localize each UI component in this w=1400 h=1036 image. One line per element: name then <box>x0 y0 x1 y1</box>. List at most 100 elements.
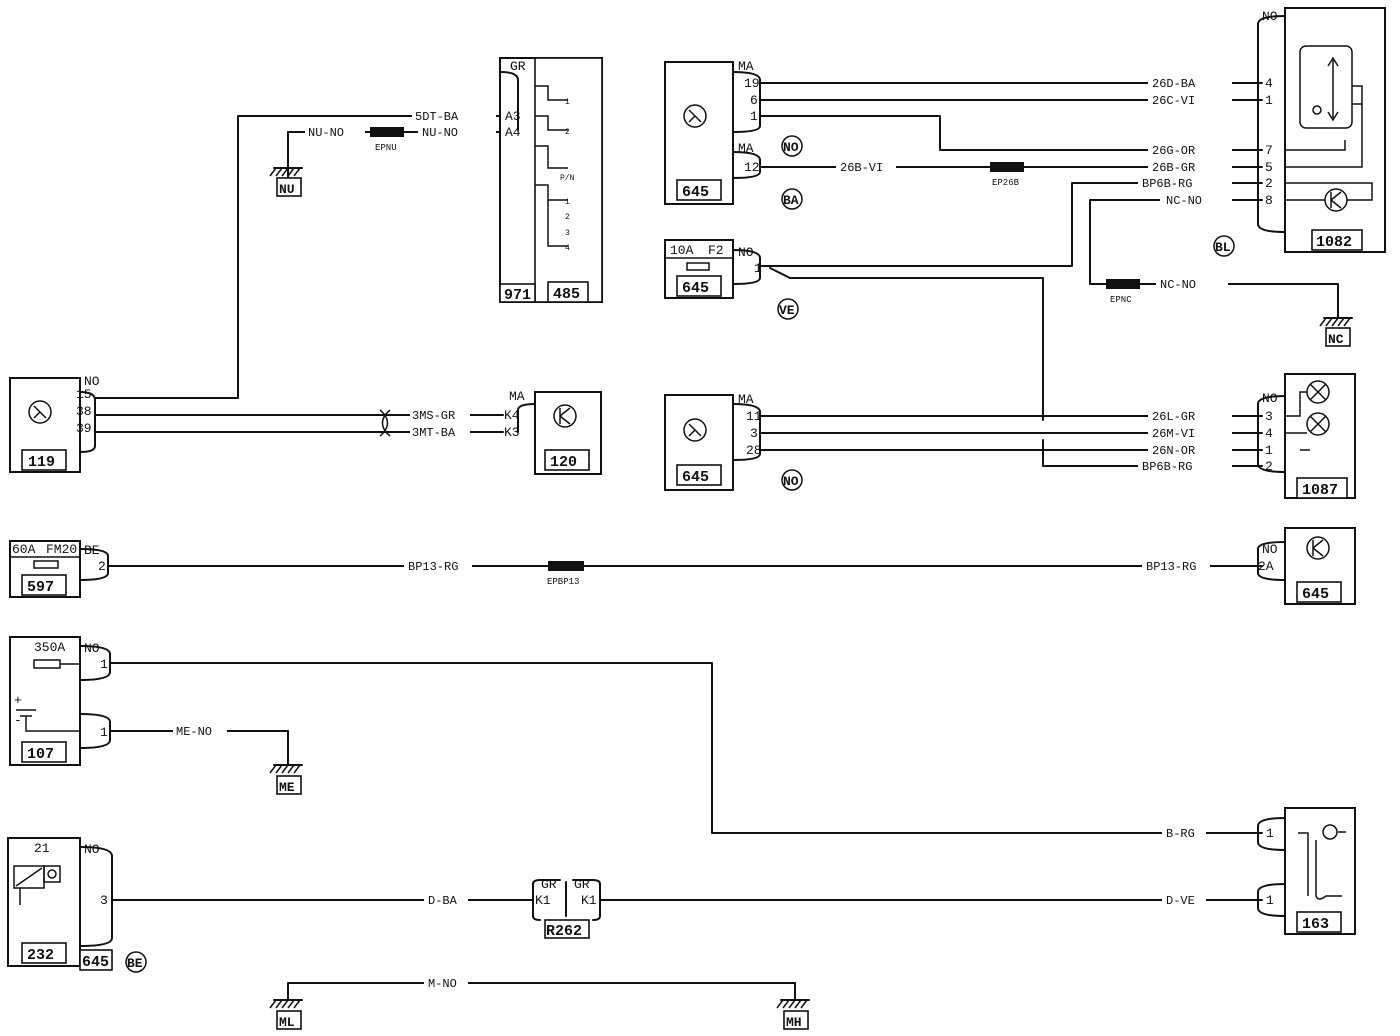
svg-text:A4: A4 <box>505 125 521 140</box>
svg-text:K1: K1 <box>581 893 597 908</box>
svg-text:1: 1 <box>750 109 758 124</box>
component-597: 60A FM20 597 BE 2 <box>9 540 109 598</box>
svg-text:8: 8 <box>1265 193 1273 208</box>
svg-text:1: 1 <box>1265 443 1273 458</box>
tag-bl: BL <box>1215 240 1231 255</box>
splice-epbp13 <box>548 561 584 571</box>
component-645-right: 645 NO 2A <box>1257 527 1356 605</box>
svg-text:P/N: P/N <box>560 174 575 183</box>
label-nc-no-1: NC-NO <box>1166 194 1202 208</box>
svg-text:1: 1 <box>1266 826 1274 841</box>
label-bp6b-rg-a: BP6B-RG <box>1142 177 1192 191</box>
svg-text:1: 1 <box>100 657 108 672</box>
wire-b-rg <box>109 662 1263 834</box>
wire-me-no <box>109 730 289 766</box>
label-26m-vi: 26M-VI <box>1152 427 1195 441</box>
label-26l-gr: 26L-GR <box>1152 410 1195 424</box>
label-bp13-rg-b: BP13-RG <box>1146 560 1196 574</box>
svg-text:A3: A3 <box>505 109 521 124</box>
svg-text:NO: NO <box>84 374 100 389</box>
splice-label-epbp13: EPBP13 <box>547 577 579 587</box>
svg-text:NO: NO <box>1262 542 1278 557</box>
label-26d-ba: 26D-BA <box>1152 77 1196 91</box>
label-b-rg: B-RG <box>1166 827 1195 841</box>
label-597: 597 <box>27 579 54 596</box>
ground-ml-icon: ML <box>269 999 303 1030</box>
wire-m-no <box>287 982 796 1001</box>
label-bp6b-rg-b: BP6B-RG <box>1142 460 1192 474</box>
svg-text:1: 1 <box>565 98 570 107</box>
wire-labels: 5DT-BA NU-NO NU-NO 3MS-GR 3MT-BA 26D-BA … <box>173 76 1232 991</box>
label-645-d: 645 <box>1302 586 1329 603</box>
ground-mh-label: MH <box>786 1015 802 1030</box>
label-bp13-rg-a: BP13-RG <box>408 560 458 574</box>
tag-no-2: NO <box>783 474 799 489</box>
tag-no-1: NO <box>783 140 799 155</box>
label-r262: R262 <box>546 923 582 940</box>
label-nc-no-2: NC-NO <box>1160 278 1196 292</box>
ground-nc-icon: NC <box>1319 317 1353 347</box>
label-119: 119 <box>28 454 55 471</box>
label-1082: 1082 <box>1316 234 1352 251</box>
splice-ep26b <box>990 162 1024 172</box>
ground-nu-icon: NU <box>269 167 303 197</box>
label-26b-vi: 26B-VI <box>840 161 883 175</box>
svg-text:21: 21 <box>34 841 50 856</box>
wire-nc-no <box>1089 199 1339 319</box>
svg-text:MA: MA <box>738 141 754 156</box>
component-1082: 1082 NO 4 1 7 5 2 8 BL <box>1213 7 1386 257</box>
svg-text:FM20: FM20 <box>46 542 77 557</box>
label-d-ve: D-VE <box>1166 894 1195 908</box>
label-nu-no-1: NU-NO <box>308 126 344 140</box>
label-645-a: 645 <box>682 184 709 201</box>
svg-text:3: 3 <box>1265 409 1273 424</box>
ground-nc-label: NC <box>1328 332 1344 347</box>
label-me-no: ME-NO <box>176 725 212 739</box>
svg-text:1: 1 <box>565 198 570 207</box>
wire-bp6b-branch <box>769 267 1044 421</box>
svg-text:39: 39 <box>76 421 92 436</box>
component-163: 163 1 1 <box>1257 807 1356 935</box>
svg-text:2: 2 <box>565 213 570 222</box>
splice-epnc <box>1106 279 1140 289</box>
svg-text:38: 38 <box>76 404 92 419</box>
wire-5dt-ba <box>94 115 504 399</box>
svg-text:3: 3 <box>100 893 108 908</box>
label-3ms-gr: 3MS-GR <box>412 409 455 423</box>
label-485: 485 <box>553 286 580 303</box>
ground-nu-label: NU <box>279 182 295 197</box>
label-1087: 1087 <box>1302 482 1338 499</box>
tag-ve: VE <box>779 303 795 318</box>
svg-text:2: 2 <box>1265 176 1273 191</box>
svg-text:10A: 10A <box>670 243 694 258</box>
svg-text:1: 1 <box>100 725 108 740</box>
svg-text:K4: K4 <box>504 408 520 423</box>
twisted-pair-icon <box>379 409 391 437</box>
svg-text:1: 1 <box>1265 93 1273 108</box>
svg-text:GR: GR <box>541 877 557 892</box>
svg-text:NO: NO <box>738 245 754 260</box>
ground-me-icon: ME <box>269 764 303 795</box>
svg-text:19: 19 <box>744 76 760 91</box>
svg-text:28: 28 <box>746 443 762 458</box>
component-645-mid: 645 MA 11 3 28 NO <box>664 392 803 491</box>
svg-text:MA: MA <box>738 392 754 407</box>
component-107: 350A + - 107 NO 1 1 <box>9 636 111 766</box>
label-26b-gr: 26B-GR <box>1152 161 1195 175</box>
svg-text:2: 2 <box>1265 459 1273 474</box>
svg-text:2: 2 <box>98 559 106 574</box>
wires <box>94 82 1339 1001</box>
component-1087: 1087 NO 3 4 1 2 <box>1257 373 1356 499</box>
label-nu-no-2: NU-NO <box>422 126 458 140</box>
svg-text:15: 15 <box>76 387 92 402</box>
splice-label-ep26b: EP26B <box>992 178 1020 188</box>
wire-26g-or <box>759 115 1263 151</box>
svg-text:4: 4 <box>1265 76 1273 91</box>
svg-text:5: 5 <box>1265 160 1273 175</box>
label-5dt-ba: 5DT-BA <box>415 110 459 124</box>
svg-text:K3: K3 <box>504 425 520 440</box>
svg-text:6: 6 <box>750 93 758 108</box>
svg-text:NO: NO <box>84 641 100 656</box>
label-3mt-ba: 3MT-BA <box>412 426 456 440</box>
